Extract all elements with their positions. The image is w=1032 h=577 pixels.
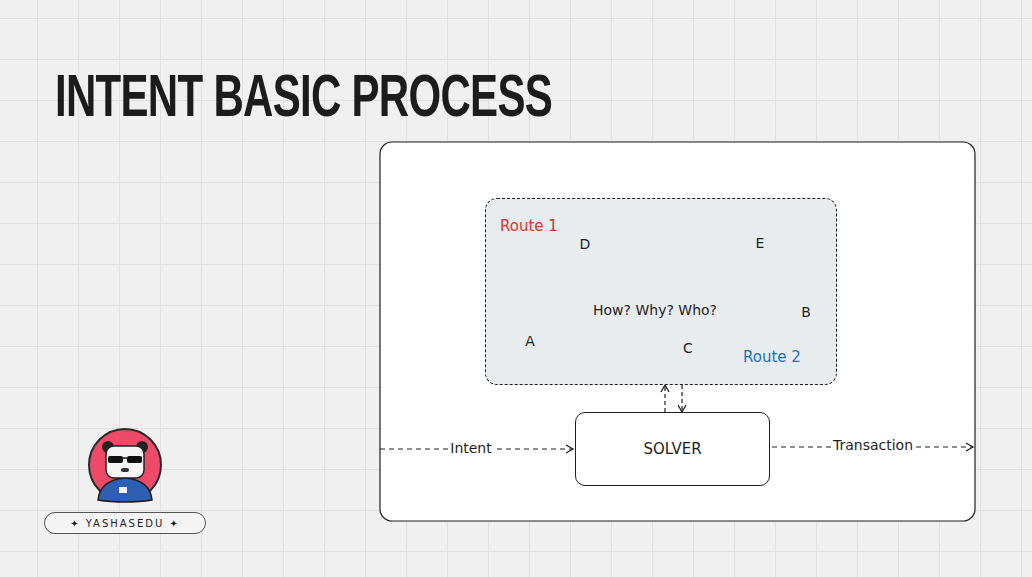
white-panel [380,142,975,521]
node-text: Route 1 [500,217,558,235]
avatar-icon [89,429,161,502]
connector-arrow [681,385,682,412]
route-region: Route 1 How? Why? Who? Route 2 [485,198,837,385]
route-point: D [580,237,591,252]
node-text: SOLVER [643,440,701,458]
connector-arrow [664,385,665,412]
flow-label: Intent [448,441,493,456]
node-text: Route 2 [743,348,801,366]
route-point: E [756,236,765,251]
route-point: B [801,305,811,320]
route-point: C [683,341,693,356]
node-text: ✦ YASHASEDU ✦ [70,518,180,529]
flow-label: Transaction [831,438,915,453]
solver-box: SOLVER [575,412,770,486]
page-title: INTENT BASIC PROCESS [55,66,552,126]
route-point: A [525,334,535,349]
node-text: How? Why? Who? [593,302,717,318]
name-pill: ✦ YASHASEDU ✦ [44,512,206,534]
